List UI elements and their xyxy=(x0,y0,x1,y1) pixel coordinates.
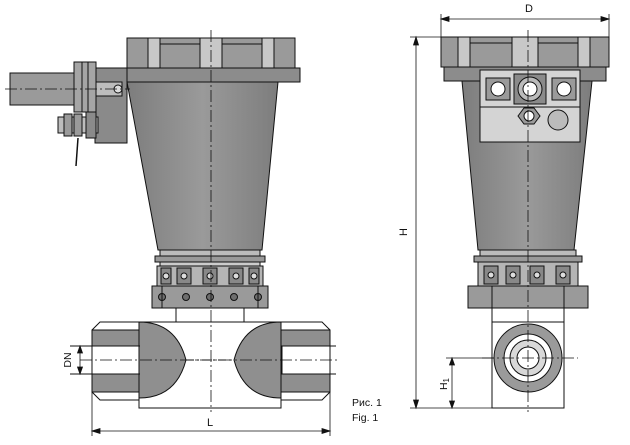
label-H: H xyxy=(398,228,410,236)
side-dimension-H1 xyxy=(446,356,494,410)
front-view xyxy=(5,30,340,436)
front-side-mount xyxy=(9,61,128,167)
front-dimension-L xyxy=(90,392,332,436)
label-D: D xyxy=(525,3,533,15)
caption-ru: Рис. 1 xyxy=(352,397,382,409)
label-DN: DN xyxy=(62,352,74,367)
side-terminal-box xyxy=(479,69,581,143)
front-actuator-housing xyxy=(126,81,279,251)
front-dimension-DN xyxy=(76,344,84,376)
label-H1-main: H xyxy=(438,382,450,390)
svg-text:H1: H1 xyxy=(438,377,451,390)
front-valve-body xyxy=(70,307,336,409)
front-centre-lines xyxy=(5,30,340,412)
label-H1: H1 xyxy=(438,377,451,390)
side-dimension-H xyxy=(410,35,492,410)
figure-caption: Рис. 1 Fig. 1 xyxy=(352,396,382,426)
label-L: L xyxy=(207,417,213,429)
front-top-cover xyxy=(121,37,301,83)
side-dimension-D xyxy=(439,14,611,37)
side-centre-lines xyxy=(482,30,578,412)
caption-en: Fig. 1 xyxy=(352,412,379,424)
label-H1-subscript: 1 xyxy=(442,377,451,382)
side-view xyxy=(410,14,611,412)
front-bonnet-flange xyxy=(151,249,269,309)
